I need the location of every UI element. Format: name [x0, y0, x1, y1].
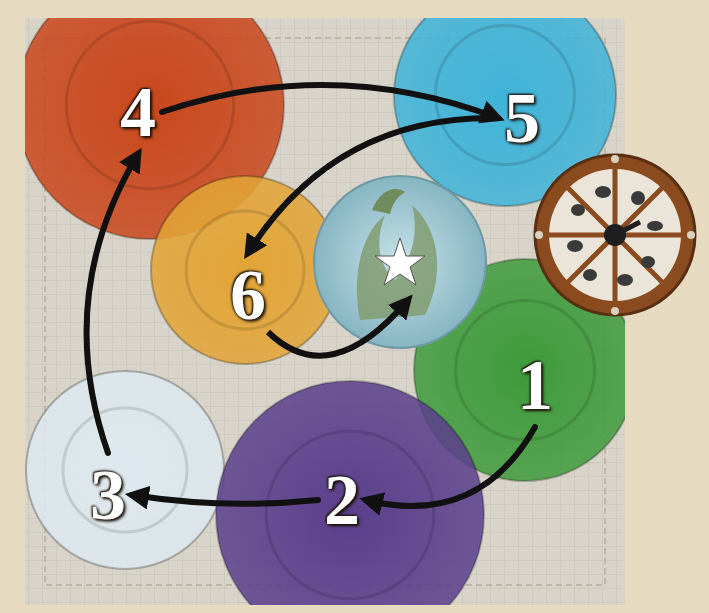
region-number: 5: [504, 82, 540, 154]
region-number: 2: [324, 464, 360, 536]
region-circle: 3: [25, 370, 225, 570]
compass-wheel: [535, 155, 695, 315]
region-number: 1: [517, 349, 553, 421]
flow-arrow: [87, 154, 138, 453]
region-number: 3: [90, 459, 126, 531]
flow-arrow: [132, 495, 318, 504]
center-circle: [314, 176, 486, 348]
region-circle: 6: [150, 175, 340, 365]
region-circle: 2: [215, 380, 485, 605]
flow-arrow: [366, 427, 535, 506]
game-board: 4 5 3 1 2 6: [25, 18, 625, 605]
flow-arrow: [268, 300, 408, 356]
flow-arrow: [248, 118, 498, 253]
flow-arrow: [162, 85, 498, 118]
region-number: 4: [120, 76, 156, 148]
region-number: 6: [230, 259, 266, 331]
